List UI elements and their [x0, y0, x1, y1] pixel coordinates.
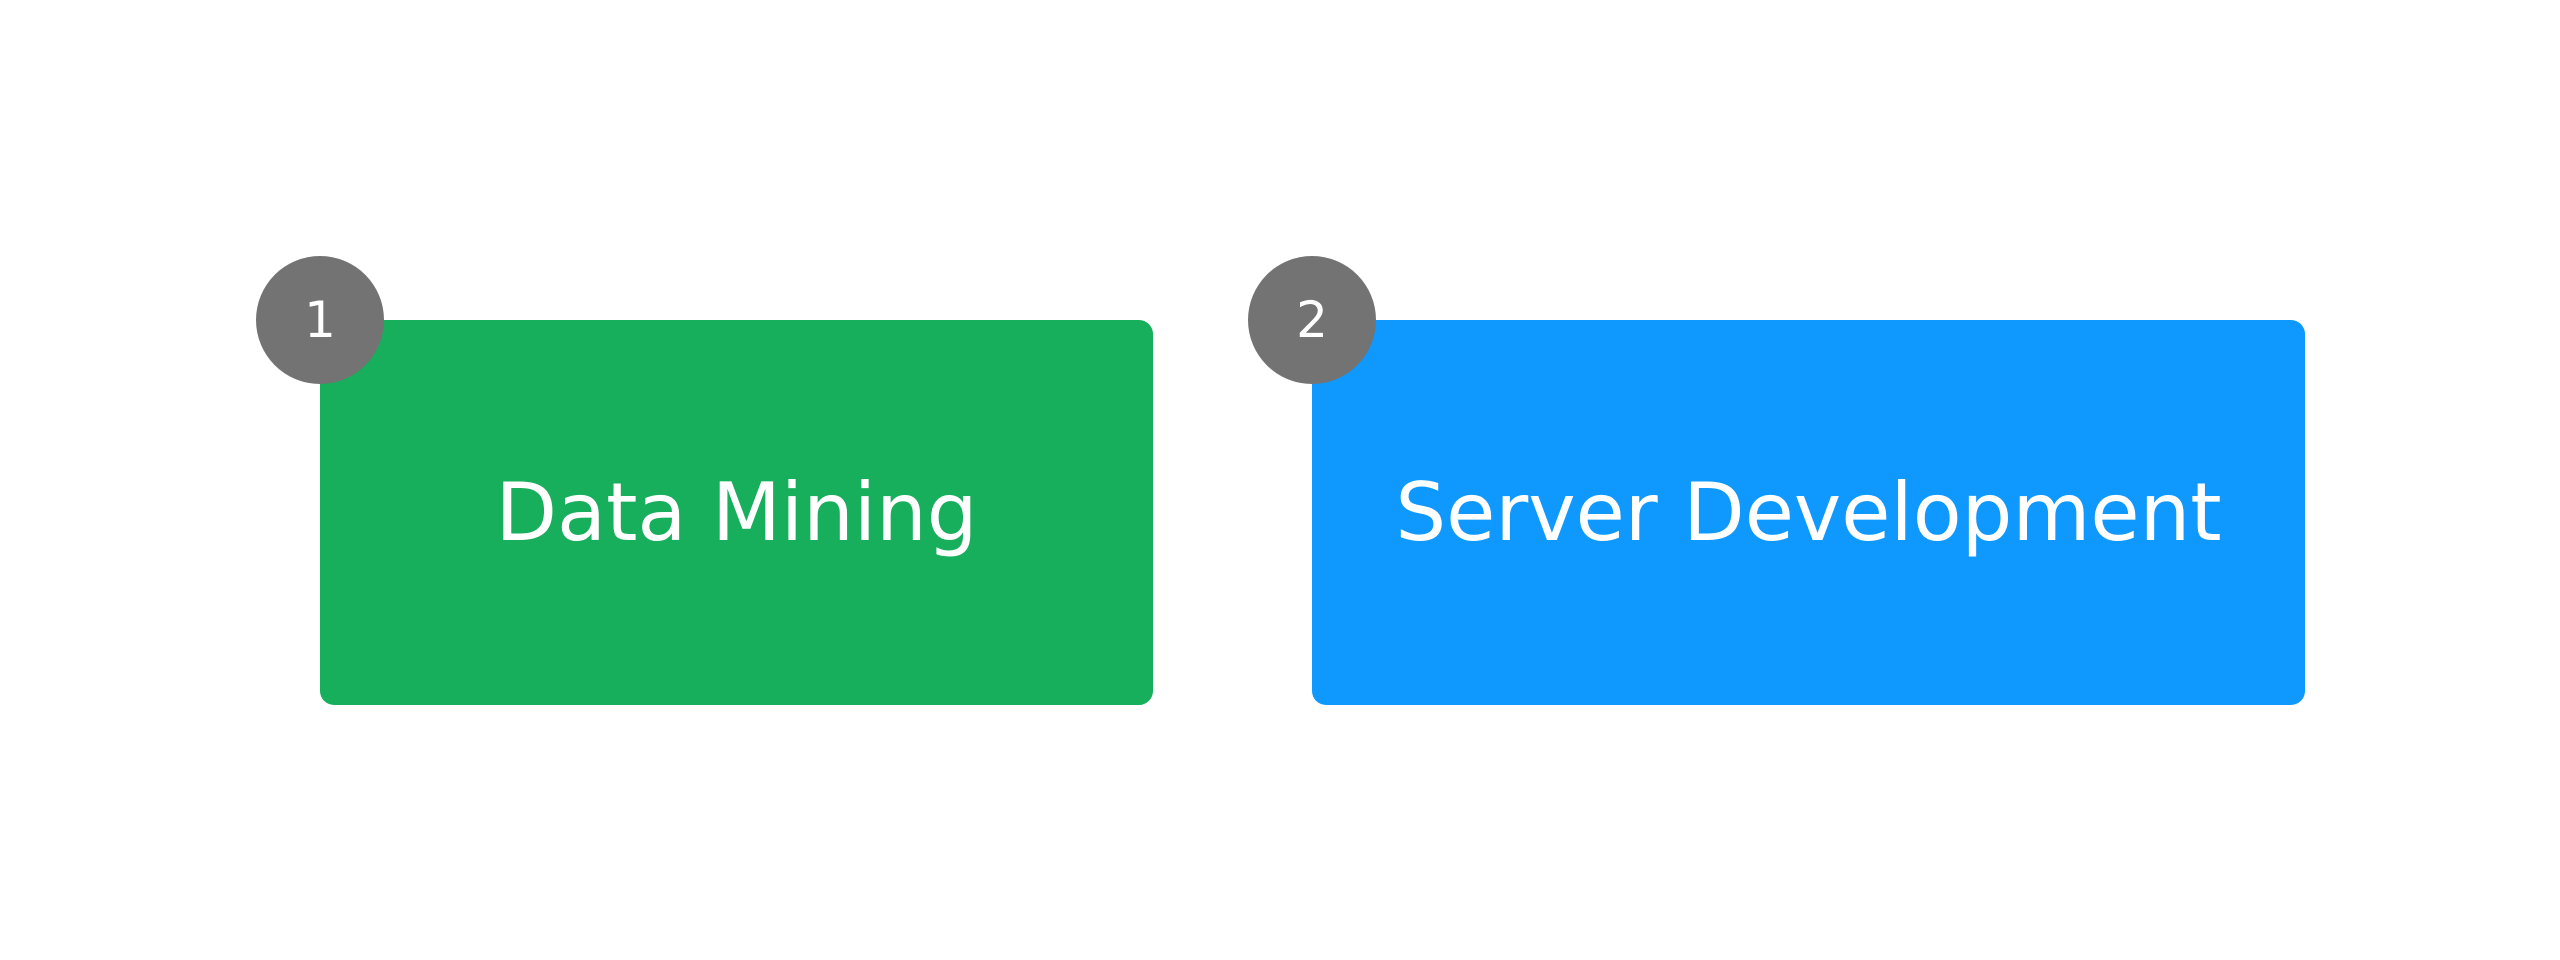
- step-card-server-development: Server Development: [1312, 320, 2305, 705]
- step-number-badge: 1: [256, 256, 384, 384]
- step-number: 1: [304, 291, 336, 349]
- step-label: Server Development: [1395, 465, 2222, 559]
- step-card-data-mining: Data Mining: [320, 320, 1153, 705]
- step-label: Data Mining: [495, 465, 978, 559]
- step-number: 2: [1296, 291, 1328, 349]
- step-number-badge: 2: [1248, 256, 1376, 384]
